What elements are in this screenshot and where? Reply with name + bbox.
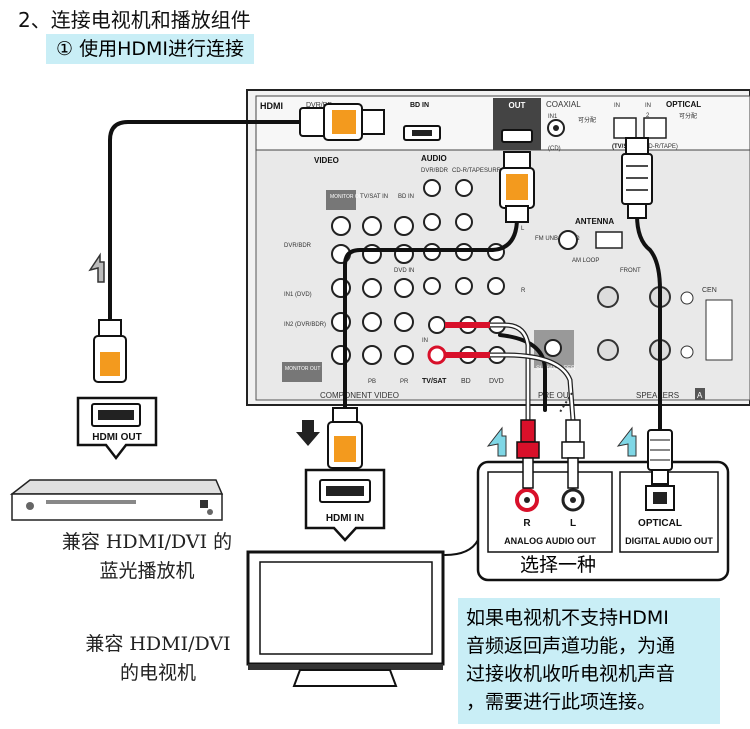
optical-plug-receiver (621, 137, 653, 219)
cdr-tape-optical-label: (CD-R/TAPE) (642, 144, 678, 150)
coaxial-label: COAXIAL (546, 100, 581, 109)
choose-one-label: 选择一种 (520, 554, 597, 576)
audio-r-label: R (521, 288, 526, 294)
note-line3: 过接收机收听电视机声音 (466, 663, 676, 685)
analog-l-label: L (570, 518, 576, 529)
note-box: 如果电视机不支持HDMI 音频返回声道功能，为通 过接收机收听电视机声音 ，需要… (458, 598, 720, 724)
component-video-label: COMPONENT VIDEO (320, 391, 399, 400)
tv-sat-row-label: TV/SAT (422, 378, 447, 385)
audio-surr-label: SURR (484, 168, 502, 174)
audio-section-label: AUDIO (421, 154, 447, 163)
optical-cable (635, 213, 662, 432)
hdmi-plug-receiver-in (299, 103, 385, 141)
rca-plug-red (516, 419, 540, 489)
audio-output-panel: R L ANALOG AUDIO OUT OPTICAL DIGITAL AUD… (476, 460, 730, 582)
optical-in2-number: 2 (646, 113, 650, 119)
note-line4: ，需要进行此项连接。 (466, 691, 657, 713)
monitor-out-label: MONITOR OUT (330, 194, 365, 200)
coaxial-in1-label: IN1 (548, 114, 558, 120)
rca-plug-white (561, 419, 585, 489)
bluray-player (9, 479, 224, 521)
hdmi-plug-bluray (93, 319, 127, 383)
in2-dvr-label: IN2 (DVR/BDR) (284, 322, 326, 328)
speakers-a-label: A (697, 391, 703, 400)
out-label: OUT (509, 101, 526, 110)
subsection-heading: ① 使用HDMI进行连接 (46, 34, 254, 64)
hdmi-cable-tv (343, 216, 519, 422)
tvsat-audio-l-jack[interactable] (428, 316, 446, 334)
tv-caption-line2: 的电视机 (119, 662, 196, 684)
tv-sat-optical-label: (TV/SAT) (612, 144, 637, 150)
optical-plug-tv (647, 429, 673, 485)
video-section-label: VIDEO (314, 156, 339, 165)
up-arrow-bluray (88, 252, 105, 283)
up-arrow-optical (616, 426, 637, 457)
in1-dvd-label: IN1 (DVD) (284, 292, 312, 298)
pre-out-label: PRE OUT (538, 391, 574, 400)
am-loop-label: AM LOOP (572, 258, 599, 264)
optical-section-label: OPTICAL (666, 100, 701, 109)
tv-caption: 兼容 HDMI/DVI 的电视机 (58, 630, 258, 688)
audio-dvr-bdr-label: DVR/BDR (421, 168, 449, 174)
bluray-caption: 兼容 HDMI/DVI 的 蓝光播放机 (32, 528, 262, 586)
dvr-bdr-video-label: DVR/BDR (284, 243, 312, 249)
note-line2: 音频返回声道功能，为通 (466, 635, 676, 657)
up-arrow-analog (486, 426, 507, 457)
down-arrow-tv (296, 420, 320, 446)
fm-antenna-jack[interactable] (558, 230, 578, 250)
tv-port-label: HDMI IN (326, 513, 364, 524)
audio-cdr-tape-label: CD-R/TAPE (452, 168, 484, 174)
am-loop-terminal[interactable] (595, 231, 623, 249)
section-heading: 2、连接电视机和播放组件 (18, 8, 251, 32)
analog-audio-out-label: ANALOG AUDIO OUT (504, 536, 596, 546)
digital-audio-out-label: DIGITAL AUDIO OUT (625, 536, 713, 546)
pb-label: PB (368, 379, 376, 385)
cd-label: (CD) (548, 146, 561, 152)
optical-in2-port[interactable] (643, 117, 667, 139)
assignable-label-2: 可分配 (679, 112, 697, 120)
audio-l-label: L (521, 226, 525, 232)
hdmi-plug-tv (327, 407, 363, 469)
analog-cable (498, 333, 547, 412)
tv-caption-line1: 兼容 HDMI/DVI (85, 633, 231, 655)
antenna-label: ANTENNA (575, 217, 614, 226)
bluray-caption-line1: 兼容 HDMI/DVI 的 (61, 531, 233, 553)
note-line1: 如果电视机不支持HDMI (466, 607, 669, 629)
analog-in-label: IN (422, 338, 428, 344)
optical-port-label: OPTICAL (638, 518, 682, 529)
pr-label: PR (400, 379, 409, 385)
center-label: CEN (702, 287, 717, 294)
hdmi-out-port[interactable] (501, 129, 533, 143)
fm-unbal-label: FM UNBAL 75 Ω (535, 236, 580, 242)
front-label: FRONT (620, 268, 641, 274)
dvd-row-label: DVD (489, 378, 504, 385)
tv-hdmi-callout: HDMI IN (304, 468, 386, 542)
subwoofer-jack[interactable] (544, 339, 562, 357)
bluray-port-label: HDMI OUT (92, 432, 141, 443)
speakers-label: SPEAKERS (636, 391, 679, 400)
television (246, 550, 445, 687)
optical-in1-port[interactable] (613, 117, 637, 139)
analog-r-label: R (523, 518, 531, 529)
assignable-label-1: 可分配 (578, 116, 596, 124)
hdmi-cable-bluray (108, 120, 308, 322)
subwoofer-label: SUBWOOFER (536, 366, 576, 372)
bd-row-label: BD (461, 378, 471, 385)
dvd-in-video-label: DVD IN (394, 268, 414, 274)
bluray-hdmi-callout: HDMI OUT (76, 396, 158, 461)
hdmi-plug-receiver-out (499, 151, 535, 223)
tv-sat-in-label: TV/SAT IN (360, 194, 388, 200)
bluray-caption-line2: 蓝光播放机 (99, 560, 195, 582)
bd-in-video-label: BD IN (398, 194, 414, 200)
component-monitor-out-label: MONITOR OUT (285, 366, 320, 372)
optical-in2-label: IN (645, 103, 651, 109)
optical-in1-label: IN (614, 103, 620, 109)
bd-in-label: BD IN (410, 102, 429, 109)
cables (108, 120, 662, 556)
tvsat-audio-r-jack[interactable] (427, 345, 447, 365)
hdmi-section-label: HDMI (260, 101, 283, 111)
dvr-bd-label: DVR/BD (306, 102, 332, 109)
